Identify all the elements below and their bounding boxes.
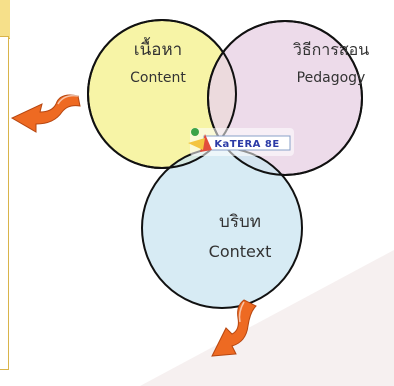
left-side-panel (0, 36, 9, 370)
bottom-orange-arrow-icon (211, 299, 257, 357)
ktera-logo-icon (188, 128, 294, 156)
left-orange-arrow-icon (10, 94, 81, 133)
logo-text: KaTERA 8E (214, 139, 280, 150)
context-label-english: Context (208, 242, 272, 261)
content-circle-outline (87, 19, 237, 169)
content-label-thai: เนื้อหา (133, 40, 183, 60)
pedagogy-label-english: Pedagogy (296, 70, 366, 86)
content-label-english: Content (130, 70, 186, 86)
pedagogy-circle-outline (207, 20, 363, 176)
context-label-thai: บริบท (219, 212, 261, 232)
pedagogy-label-thai: วิธีการสอน (292, 40, 370, 59)
background-wedge (140, 250, 394, 386)
